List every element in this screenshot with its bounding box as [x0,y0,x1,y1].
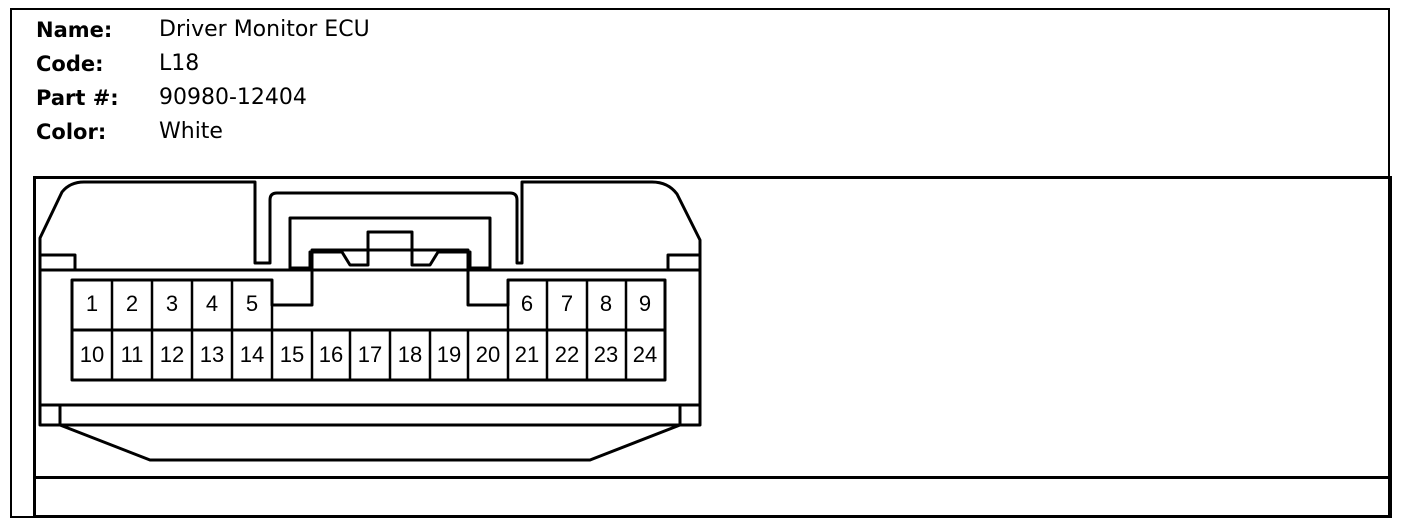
pin-11-label: 11 [121,342,144,367]
pin-17-label: 17 [358,342,382,367]
pin-20-label: 20 [476,342,500,367]
pin-4-label: 4 [206,291,218,316]
pin-5-label: 5 [246,291,258,316]
part-label: Part #: [36,86,119,110]
pin-14-label: 14 [240,342,264,367]
pin-22-label: 22 [555,342,579,367]
pin-8-label: 8 [600,291,612,316]
pin-18-label: 18 [398,342,422,367]
pin-3-label: 3 [166,291,178,316]
pin-10-label: 10 [80,342,104,367]
pin-16-label: 16 [319,342,343,367]
pin-6-label: 6 [521,291,533,316]
name-label: Name: [36,18,113,42]
pin-12-label: 12 [160,342,184,367]
pin-21-label: 21 [515,342,539,367]
connector-panel [33,176,1392,518]
color-value: White [159,119,223,144]
top-row-dividers [110,280,628,380]
pin-23-label: 23 [594,342,618,367]
code-label: Code: [36,52,104,76]
pin-1-label: 1 [86,291,98,316]
lock-tab [288,216,492,270]
name-value: Driver Monitor ECU [159,17,370,42]
pin-2-label: 2 [126,291,138,316]
pin-19-label: 19 [437,342,461,367]
part-value: 90980-12404 [159,85,307,110]
housing-ledge-right [666,253,702,272]
pin-9-label: 9 [639,291,651,316]
code-value: L18 [159,51,200,76]
housing-outline [38,180,702,270]
panel-bottom-strip [33,476,1392,484]
housing-bottom [38,405,702,462]
pin-15-label: 15 [280,342,304,367]
pin-13-label: 13 [200,342,224,367]
color-label: Color: [36,120,107,144]
pin-7-label: 7 [561,291,573,316]
pin-24-label: 24 [633,342,657,367]
housing-ledge [38,253,77,272]
